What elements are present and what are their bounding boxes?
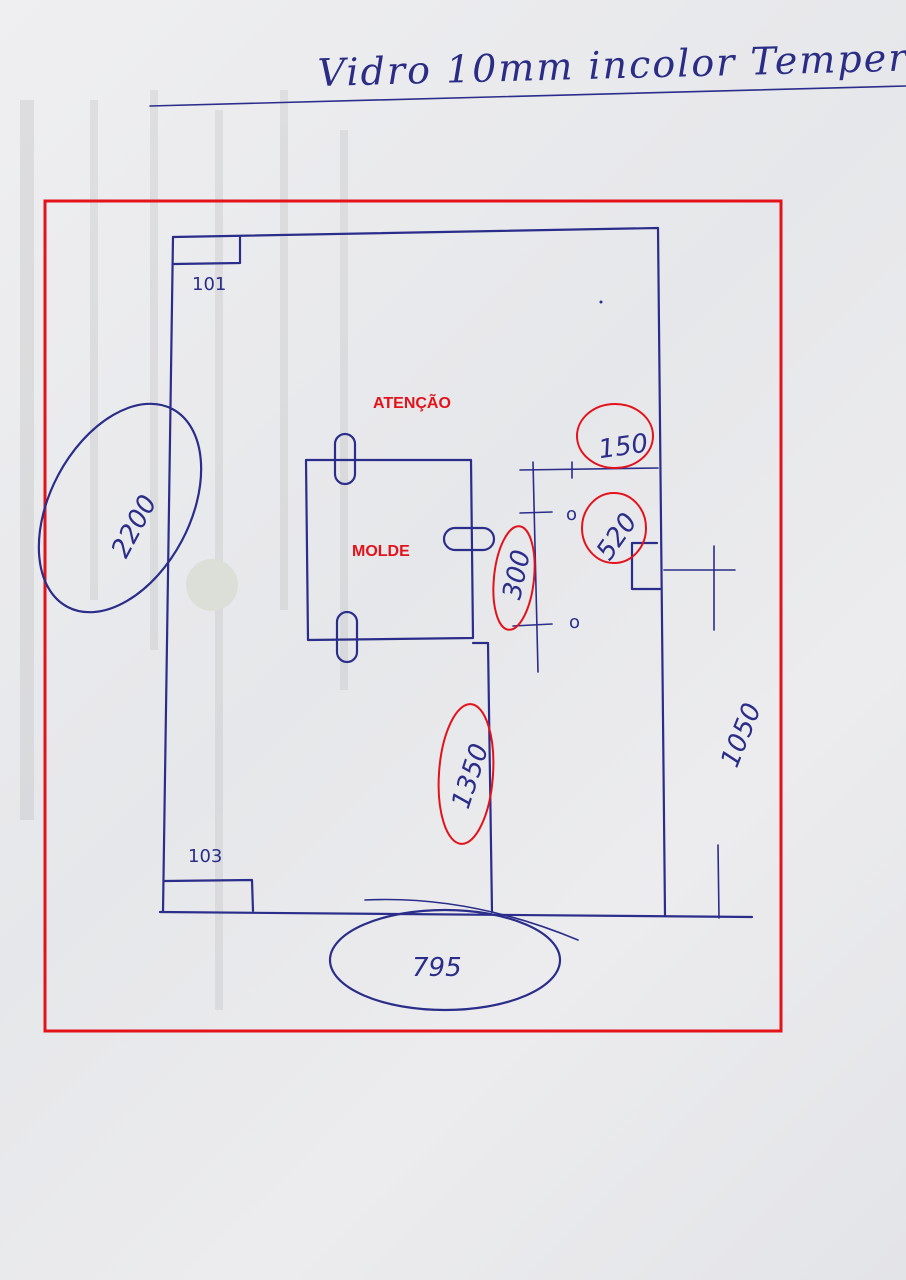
top-offset-circle <box>576 403 654 469</box>
width-total-value: 795 <box>412 953 462 983</box>
door-height-value: 1350 <box>446 740 495 812</box>
glass-outline-left <box>161 235 175 914</box>
lock-notch <box>630 541 662 591</box>
hinge-slot-top <box>333 432 357 486</box>
width-ellipse-tail <box>364 898 579 941</box>
door-height-circle <box>437 703 495 845</box>
corner-notch-top-left <box>172 235 242 266</box>
cutout-offset-circle <box>581 492 647 564</box>
glass-title: Vidro 10mm incolor Temperado <box>317 34 906 95</box>
glass-outline-top-right <box>171 226 667 917</box>
template-label: MOLDE <box>352 543 410 560</box>
highlight-frame <box>43 199 783 1033</box>
door-divider <box>486 641 494 914</box>
top-offset-value: 150 <box>597 429 650 466</box>
ink-dot <box>599 300 603 304</box>
width-total-ellipse <box>328 908 562 1012</box>
dim-tick-2 <box>512 623 553 627</box>
cutout-offset-value: 520 <box>591 508 644 566</box>
corner-label-top-left: 101 <box>192 274 226 295</box>
hole-marker-b: o <box>569 612 580 633</box>
paper-show-through <box>20 90 348 1010</box>
dim-top-line <box>519 467 659 471</box>
hinge-slot-bottom <box>335 610 359 664</box>
cutout-height-circle <box>492 525 536 631</box>
dim-tick-1 <box>519 511 553 514</box>
header-underline <box>149 85 906 107</box>
right-dim-line-bottom <box>717 844 720 919</box>
height-total-ellipse <box>37 402 203 614</box>
cutout-square <box>304 458 475 642</box>
hinge-slot-right <box>442 526 496 552</box>
corner-label-bottom-left: 103 <box>188 846 222 867</box>
right-height-value: 1050 <box>715 699 768 772</box>
attention-label: ATENÇÃO <box>373 392 451 412</box>
glass-outline-bottom <box>158 910 754 919</box>
hole-marker-a: o <box>566 504 577 525</box>
corner-notch-bottom-left <box>163 878 255 913</box>
